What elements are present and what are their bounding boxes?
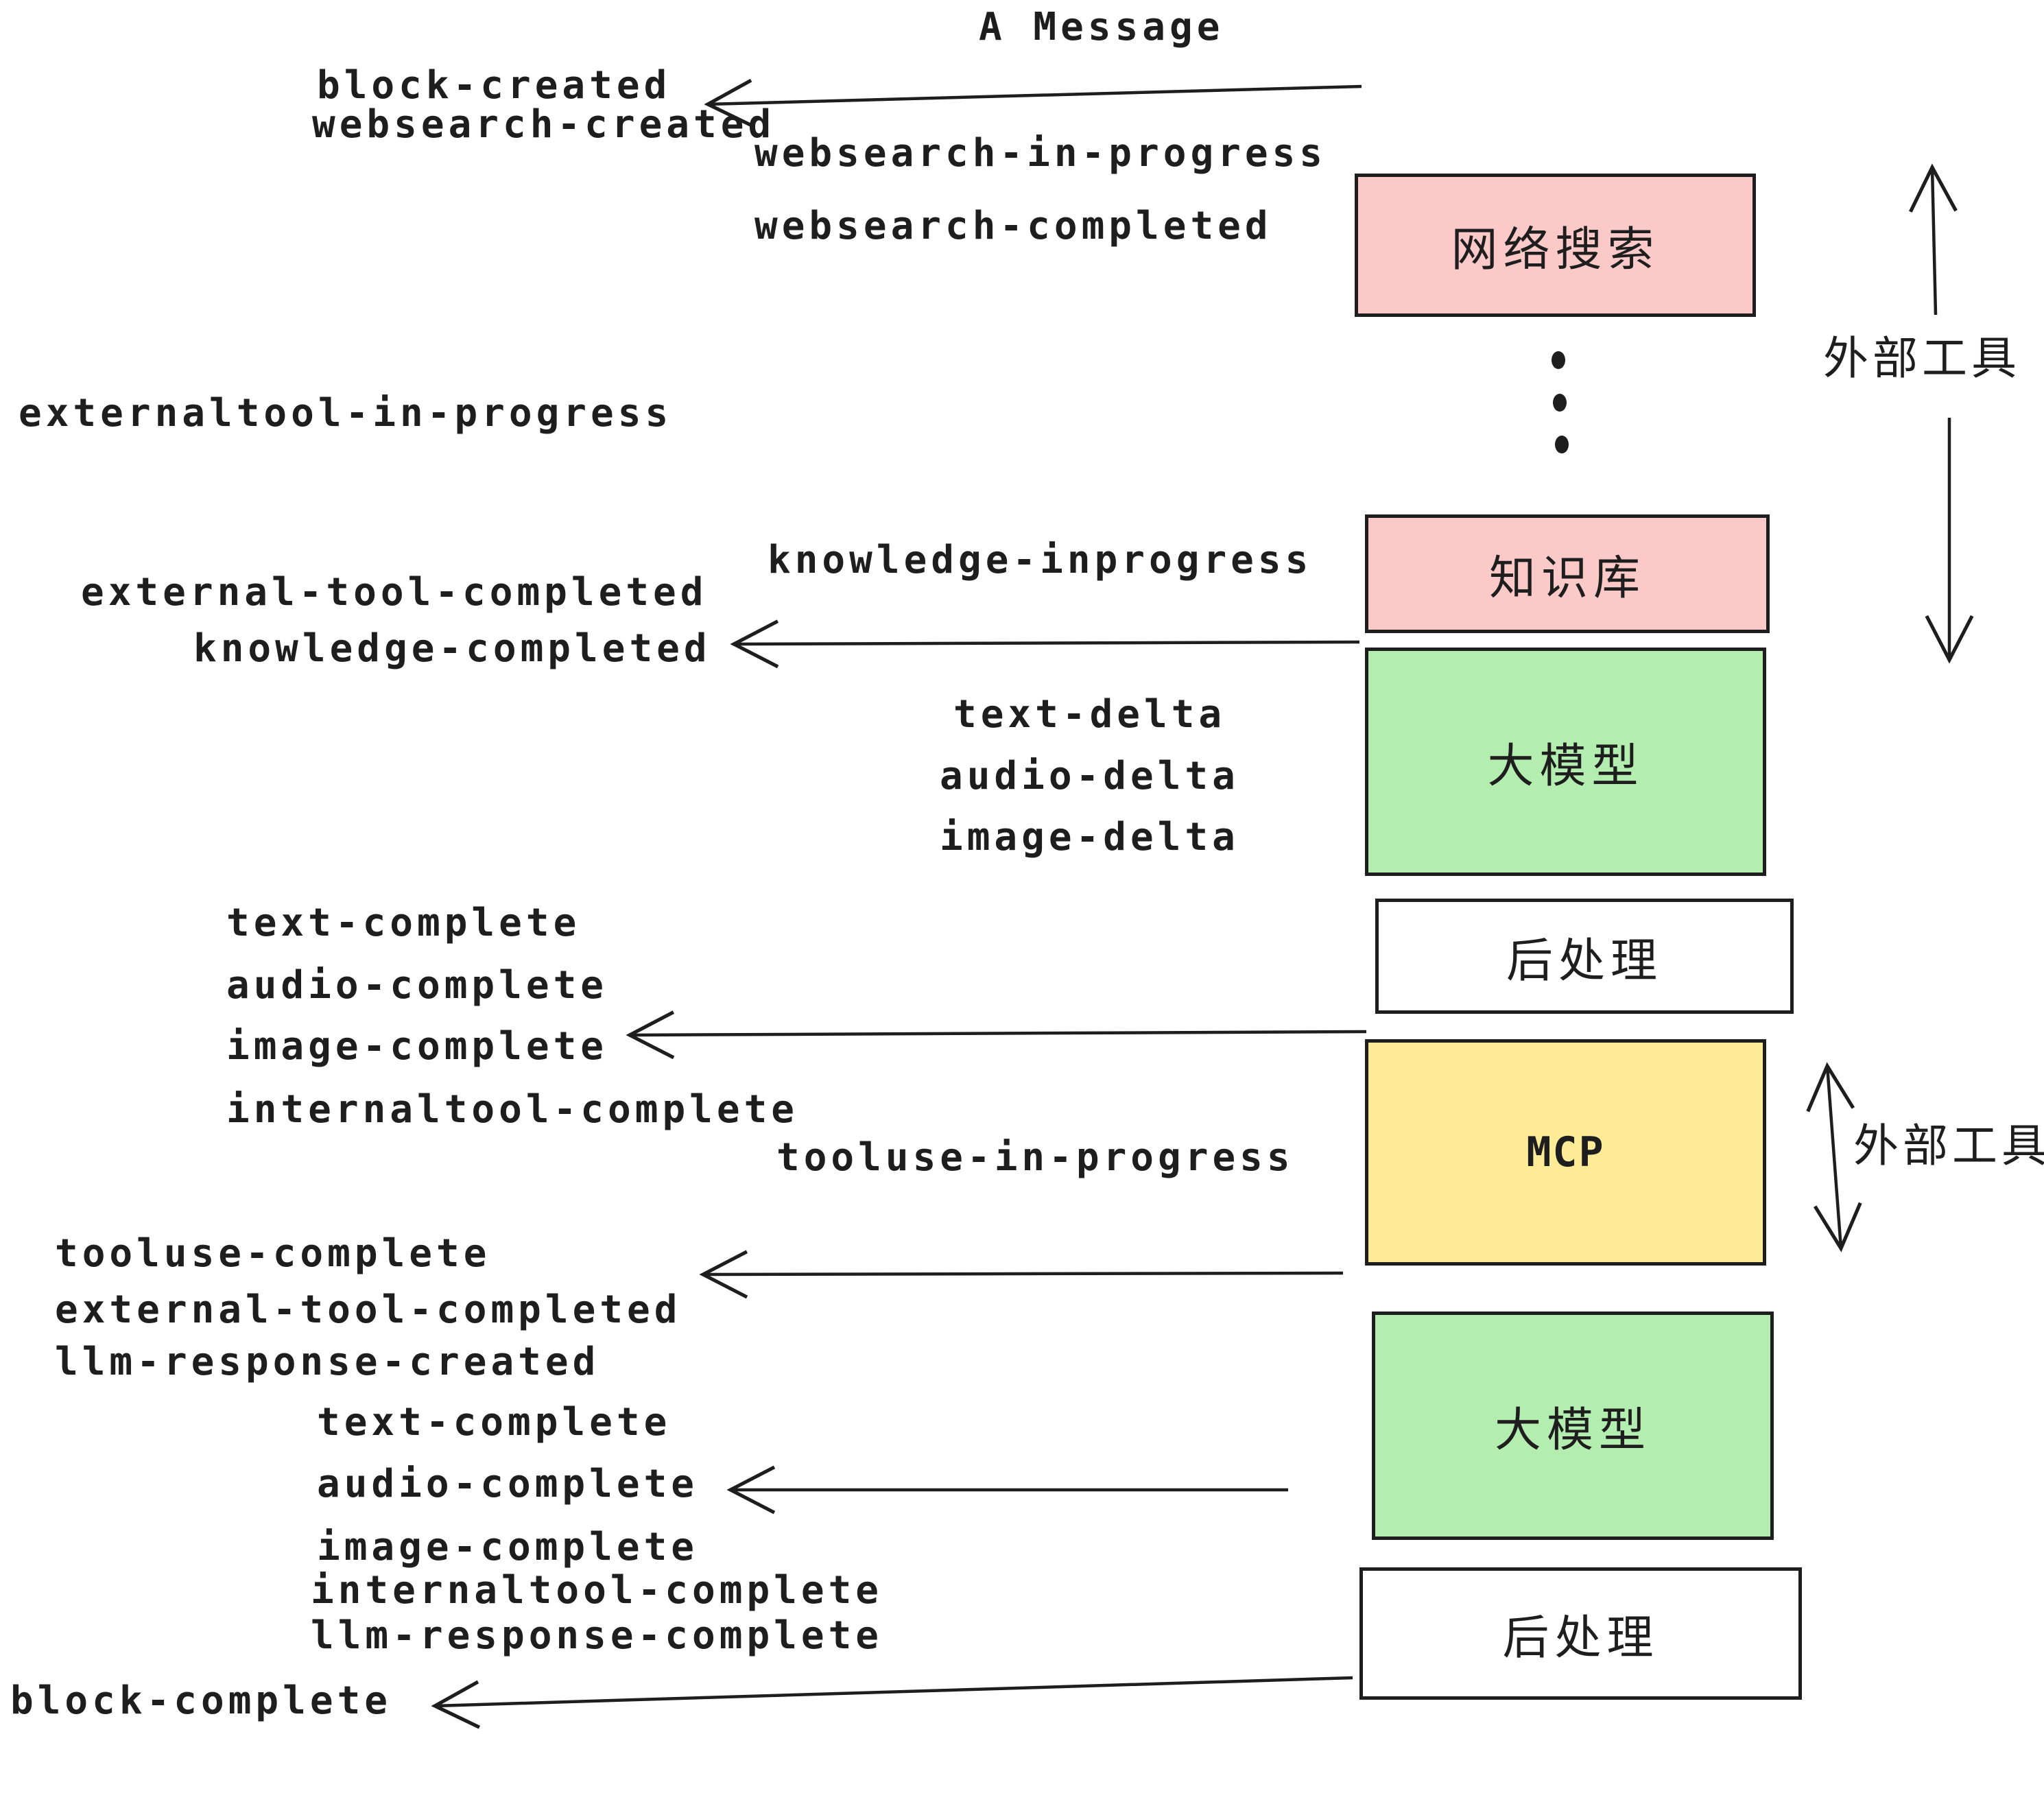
event-image-delta-1: image-delta [940, 815, 1239, 859]
event-audio-delta-1: audio-delta [940, 754, 1239, 798]
event-llm-response-complete: llm-response-complete [311, 1613, 883, 1658]
event-llm-response-created: llm-response-created [55, 1340, 600, 1384]
event-text-complete-1: text-complete [226, 901, 581, 945]
event-text-delta-1: text-delta [953, 692, 1226, 737]
box-websearch: 网络搜索 [1355, 174, 1756, 317]
box-mcp: MCP [1365, 1039, 1766, 1266]
arrow-to-knowledge-completed [730, 619, 1360, 669]
event-image-complete-1: image-complete [226, 1024, 608, 1069]
event-tooluse-in-progress: tooluse-in-progress [776, 1135, 1294, 1180]
event-block-complete: block-complete [10, 1678, 392, 1723]
event-knowledge-completed: knowledge-completed [193, 626, 711, 671]
event-websearch-created: websearch-created [312, 102, 776, 147]
diagram-title: A Message [979, 5, 1224, 49]
box-llm-1: 大模型 [1365, 648, 1766, 876]
event-internaltool-complete-2: internaltool-complete [311, 1568, 883, 1613]
external-tools-up-arrow-1 [1909, 163, 1958, 316]
box-llm-2: 大模型 [1372, 1312, 1774, 1540]
box-postprocess-2: 后处理 [1359, 1567, 1802, 1700]
arrow-to-block-created [704, 78, 1362, 128]
external-tools-updown-arrow-2 [1806, 1062, 1862, 1253]
event-text-complete-2: text-complete [317, 1400, 672, 1445]
event-audio-complete-1: audio-complete [226, 963, 608, 1008]
event-internaltool-complete-1: internaltool-complete [226, 1087, 799, 1132]
event-websearch-in-progress: websearch-in-progress [754, 131, 1327, 176]
event-block-created: block-created [317, 63, 672, 108]
arrow-to-image-complete [626, 1010, 1367, 1060]
event-externaltool-in-progress: externaltool-in-progress [19, 391, 673, 436]
event-knowledge-inprogress: knowledge-inprogress [768, 538, 1313, 582]
arrow-to-external-tool-completed [699, 1250, 1344, 1299]
event-tooluse-complete: tooluse-complete [55, 1231, 491, 1276]
event-external-tool-completed-2: external-tool-completed [55, 1287, 682, 1332]
ellipsis-dots-icon [1552, 351, 1569, 453]
arrow-to-block-complete [431, 1676, 1353, 1729]
event-audio-complete-2: audio-complete [317, 1462, 699, 1506]
event-websearch-completed: websearch-completed [754, 204, 1272, 248]
box-postprocess-1: 后处理 [1375, 899, 1794, 1014]
side-label-external-tools-1: 外部工具 [1823, 332, 2021, 385]
event-image-complete-2: image-complete [317, 1525, 699, 1569]
event-external-tool-completed: external-tool-completed [81, 570, 708, 615]
box-knowledge: 知识库 [1365, 514, 1770, 633]
side-label-external-tools-2: 外部工具 [1853, 1119, 2044, 1172]
